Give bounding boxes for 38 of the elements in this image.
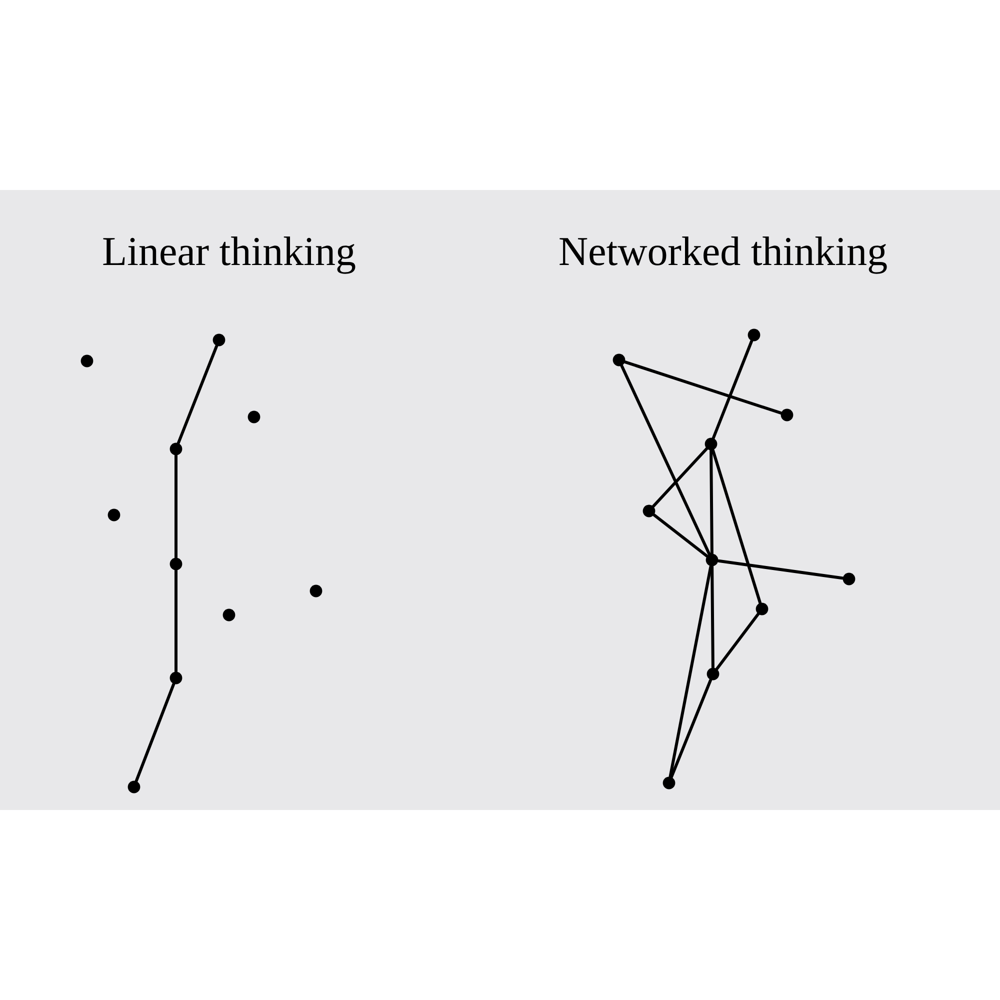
dot bbox=[662, 776, 676, 790]
line bbox=[668, 564, 712, 778]
dot bbox=[212, 334, 226, 346]
dot bbox=[706, 668, 720, 680]
dot bbox=[642, 504, 656, 518]
line bbox=[652, 514, 708, 558]
dot bbox=[170, 442, 182, 456]
dot bbox=[170, 558, 182, 570]
line bbox=[712, 340, 754, 440]
line bbox=[717, 559, 844, 580]
line bbox=[670, 678, 712, 778]
line bbox=[711, 448, 762, 604]
dot bbox=[704, 438, 718, 450]
line bbox=[174, 454, 178, 559]
dot bbox=[310, 584, 322, 598]
line bbox=[176, 344, 218, 444]
line bbox=[710, 565, 714, 669]
dot bbox=[108, 508, 120, 522]
dot bbox=[748, 328, 760, 342]
line bbox=[652, 447, 708, 508]
dot bbox=[128, 780, 140, 794]
dot bbox=[780, 408, 794, 422]
heading: Networked thinking bbox=[560, 236, 887, 274]
dot bbox=[248, 410, 260, 424]
line bbox=[174, 569, 178, 673]
dot bbox=[706, 554, 718, 566]
heading: Linear thinking bbox=[103, 236, 356, 274]
line bbox=[624, 360, 782, 414]
dot bbox=[756, 602, 768, 616]
dot bbox=[80, 354, 94, 368]
dot bbox=[222, 608, 236, 622]
line bbox=[715, 612, 760, 670]
dot bbox=[842, 572, 856, 586]
line bbox=[134, 682, 176, 782]
dot bbox=[612, 354, 626, 366]
line bbox=[710, 449, 714, 555]
dot bbox=[170, 672, 182, 684]
line bbox=[620, 364, 711, 556]
